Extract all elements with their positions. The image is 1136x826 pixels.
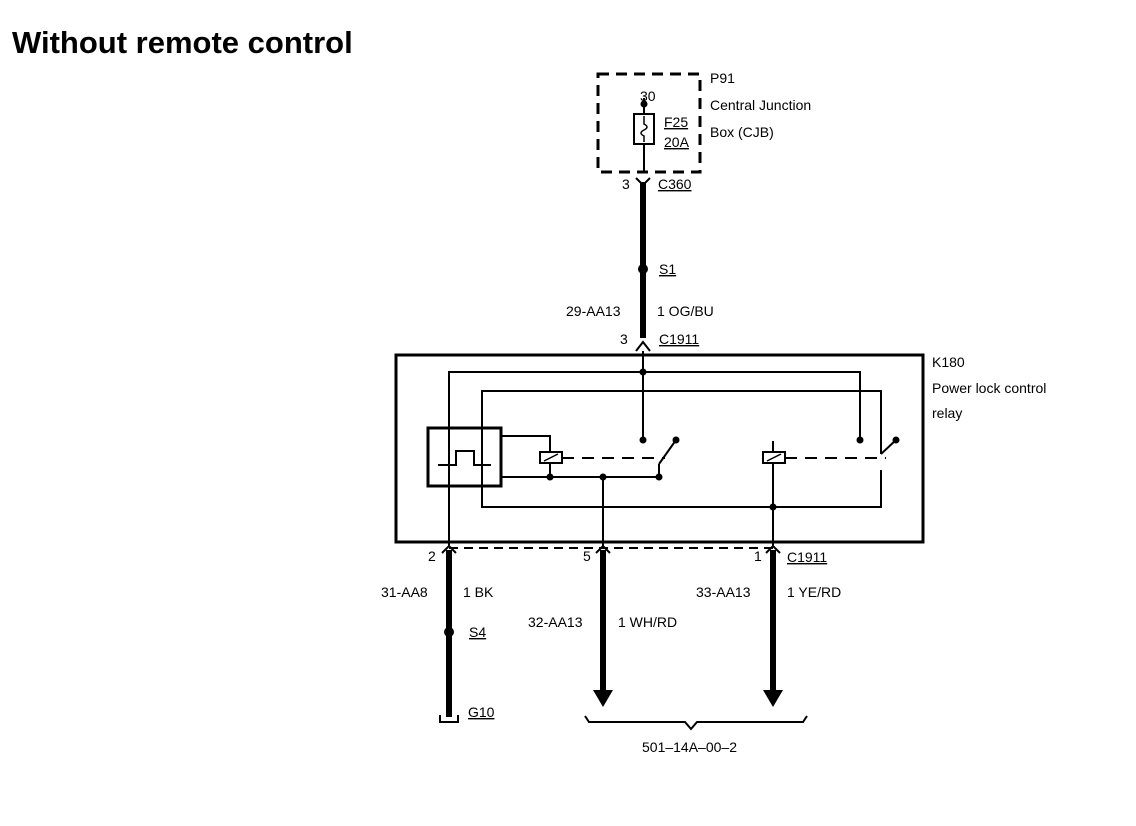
ground-icon xyxy=(439,715,459,723)
connector-pin-ground: 2 xyxy=(428,548,436,564)
relay-internal-wiring xyxy=(426,351,897,546)
wire-mid-color: 1 WH/RD xyxy=(618,614,677,630)
cjb-name-line2: Box (CJB) xyxy=(710,124,774,140)
relay-name-line2: relay xyxy=(932,405,962,421)
connector-c360-pin: 3 xyxy=(622,176,630,192)
connector-c1911-out-label: C1911 xyxy=(787,549,827,565)
page-title: Without remote control xyxy=(12,25,353,60)
fuse-icon xyxy=(633,98,655,172)
fuse-pin-label: 30 xyxy=(640,88,656,104)
connector-c1911-out-symbols xyxy=(441,544,781,554)
fuse-rating-label: 20A xyxy=(664,134,690,150)
reference-bracket xyxy=(584,715,808,731)
junction-dots xyxy=(546,368,900,511)
wire-supply-color: 1 OG/BU xyxy=(657,303,714,319)
relay-name-line1: Power lock control xyxy=(932,380,1046,396)
reference-label: 501–14A–00–2 xyxy=(642,739,737,755)
connector-pin-right: 1 xyxy=(754,548,762,564)
cjb-id-label: P91 xyxy=(710,70,735,86)
relay-id-label: K180 xyxy=(932,354,965,370)
wire-ground-circuit: 31-AA8 xyxy=(381,584,428,600)
splice-s4-dot xyxy=(444,627,454,637)
connector-c1911-in-label: C1911 xyxy=(659,331,699,347)
wire-right-arrow-icon xyxy=(763,690,783,707)
fuse-id-label: F25 xyxy=(664,114,688,130)
splice-s4-label: S4 xyxy=(469,624,486,640)
ground-g10-label: G10 xyxy=(468,704,495,720)
relay-k180-outline xyxy=(394,353,925,544)
connector-pin-mid: 5 xyxy=(583,548,591,564)
splice-s1-dot xyxy=(638,264,648,274)
wire-right-color: 1 YE/RD xyxy=(787,584,841,600)
connector-c1911-in-symbol xyxy=(635,340,651,352)
wire-right-circuit: 33-AA13 xyxy=(696,584,751,600)
wire-mid-circuit: 32-AA13 xyxy=(528,614,583,630)
wire-ground-color: 1 BK xyxy=(463,584,494,600)
wire-mid-arrow-icon xyxy=(593,690,613,707)
timer-pulse-icon xyxy=(438,450,491,466)
wire-supply-circuit: 29-AA13 xyxy=(566,303,621,319)
connector-c1911-in-pin: 3 xyxy=(620,331,628,347)
cjb-outline xyxy=(596,72,702,174)
cjb-name-line1: Central Junction xyxy=(710,97,811,113)
connector-c360-label: C360 xyxy=(658,176,692,192)
splice-s1-label: S1 xyxy=(659,261,676,277)
